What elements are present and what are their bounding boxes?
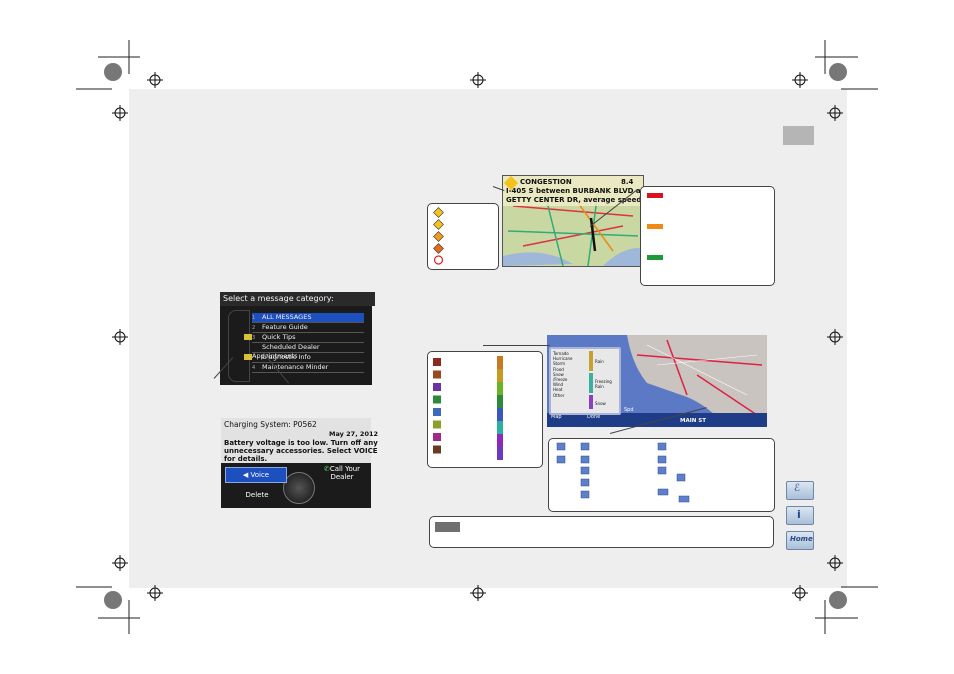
swatch-right (497, 395, 503, 408)
done-button[interactable]: Done (587, 414, 601, 420)
weather-map-land (627, 335, 767, 427)
swatch-right (497, 421, 503, 434)
swatch-right (497, 382, 503, 395)
swatch-column (433, 356, 503, 460)
swatch-left (433, 420, 441, 429)
chapter-tab[interactable] (783, 126, 814, 145)
banner-line-1: I-405 S between BURBANK BLVD and (506, 187, 644, 195)
traffic-map: CONGESTION 8.4 I-405 S between BURBANK B… (502, 175, 644, 267)
contents-icon: ℰ (794, 483, 801, 494)
control-knob[interactable] (283, 472, 315, 504)
legend-freezing: Freezing (595, 379, 612, 384)
swatch-left (433, 370, 441, 379)
charging-body-2: unnecessary accessories. Select VOICE (224, 447, 378, 455)
index-icon: i (797, 508, 801, 521)
legend-freezing-rain: Rain (595, 384, 604, 389)
contents-button[interactable]: ℰ (786, 481, 814, 500)
message-item-4[interactable]: Scheduled Dealer Appointments (252, 343, 364, 360)
charging-date: May 27, 2012 (329, 430, 379, 438)
note-tag (435, 522, 460, 532)
home-label: Home (790, 535, 813, 543)
home-button[interactable]: Home (786, 531, 814, 550)
swatch-left (433, 395, 441, 404)
street-label: MAIN ST (680, 418, 707, 424)
delete-button[interactable]: Delete (245, 491, 269, 499)
charging-screen: Charging System: P0562 May 27, 2012 Batt… (221, 418, 378, 508)
legend-red (647, 193, 663, 198)
index-button[interactable]: i (786, 506, 814, 525)
legend-green (647, 255, 663, 260)
legend-orange (647, 224, 663, 229)
envelope-icon (244, 354, 252, 360)
banner-distance: 8.4 (621, 178, 634, 186)
voice-button[interactable]: ◀ Voice (225, 467, 287, 483)
swatch-left (433, 383, 441, 391)
swatch-right (497, 408, 503, 421)
swatch-right (497, 447, 503, 460)
phone-icon: ✆ (323, 465, 330, 473)
weather-color-legend (427, 351, 543, 468)
map-button[interactable]: Map (551, 414, 562, 420)
banner-title: CONGESTION (520, 178, 572, 186)
swatch-left (433, 358, 441, 366)
speaker-icon: ◀ (242, 471, 251, 479)
charging-body-3: for details. (224, 455, 268, 463)
weather-icon-legend (548, 438, 775, 512)
swatch-right (497, 434, 503, 447)
banner-line-2: GETTY CENTER DR, average speed (506, 196, 642, 204)
swatch-left (433, 433, 441, 441)
weather-icons (556, 442, 690, 503)
traffic-icon-legend (427, 203, 499, 270)
traffic-color-legend (640, 186, 775, 286)
speed-label: Spd (624, 407, 634, 413)
legend-snow: Snow (595, 401, 606, 406)
swatch-right (497, 356, 503, 369)
envelope-icon (244, 334, 252, 340)
swatch-left (433, 408, 441, 416)
note-box (429, 516, 774, 548)
message-screen-title: Select a message category: (220, 292, 375, 306)
charging-title: Charging System: P0562 (224, 420, 317, 429)
message-item-5[interactable]: Diagnostic Info (252, 353, 364, 363)
swatch-right (497, 369, 503, 382)
legend-rain: Rain (595, 359, 604, 364)
swatch-left (433, 445, 441, 454)
charging-body-1: Battery voltage is too low. Turn off any (224, 439, 378, 447)
